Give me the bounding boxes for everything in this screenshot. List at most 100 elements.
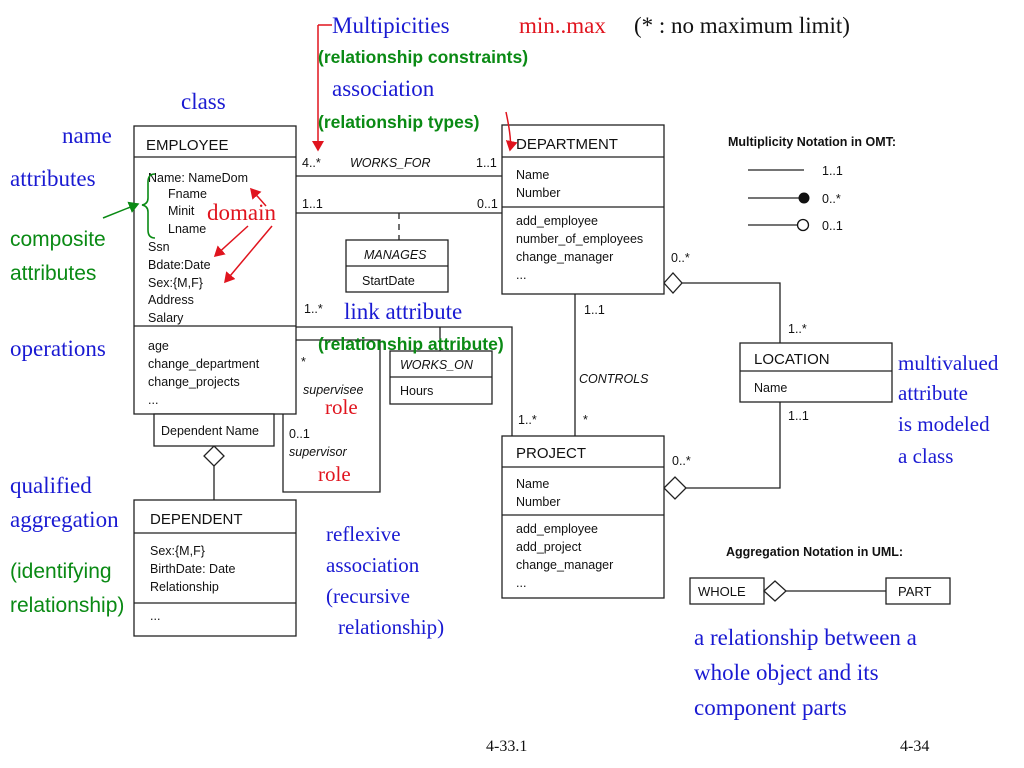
proj-aggregation-diamond — [663, 476, 687, 500]
mult-proj-loc: 0..* — [672, 454, 691, 468]
slide-footer: 4-33.1 4-34 — [486, 738, 929, 755]
mult-ctrl-dept: 1..1 — [584, 303, 605, 317]
employee-attr: Salary — [148, 311, 184, 325]
annotation-arrows — [102, 24, 518, 284]
employee-class[interactable]: EMPLOYEE Name: NameDom Fname Minit Lname… — [133, 125, 297, 415]
employee-attr: Lname — [168, 222, 206, 236]
annotation-reflexive: relationship) — [338, 615, 444, 639]
dept-location-line — [682, 282, 781, 343]
uml-legend-title: Aggregation Notation in UML: — [726, 545, 903, 559]
department-class[interactable]: DEPARTMENT Name Number add_employee numb… — [501, 124, 665, 295]
employee-class-name: EMPLOYEE — [146, 137, 229, 154]
manages-link-class[interactable]: MANAGES StartDate — [345, 239, 449, 293]
uml-aggregation-legend: Aggregation Notation in UML: WHOLE PART — [689, 545, 951, 605]
annotation-whole-part: component parts — [694, 695, 847, 720]
employee-op: age — [148, 339, 169, 353]
annotation-reflexive: reflexive — [326, 522, 401, 546]
mult-mg-emp: 1..1 — [302, 197, 323, 211]
slide-annotations: Multipicities min..max (* : no maximum l… — [10, 13, 999, 720]
mult-supervisee: * — [301, 355, 306, 369]
domain-arrow — [213, 225, 249, 258]
annotation-relationship-constraints: (relationship constraints) — [318, 47, 528, 67]
annotation-multivalued: multivalued — [898, 351, 999, 375]
project-op: add_project — [516, 540, 582, 554]
location-class[interactable]: LOCATION Name — [739, 342, 893, 403]
annotation-reflexive: association — [326, 553, 420, 577]
employee-op: change_projects — [148, 375, 240, 389]
composite-arrow — [102, 201, 140, 219]
employee-attr: Ssn — [148, 240, 170, 254]
annotation-role-supervisor: role — [318, 462, 351, 486]
project-attr: Name — [516, 477, 549, 491]
association-lines — [213, 175, 781, 500]
proj-location-line — [686, 402, 781, 489]
project-attr: Number — [516, 495, 560, 509]
domain-arrow — [250, 187, 267, 207]
annotation-class: class — [181, 89, 226, 114]
annotation-identifying: (identifying — [10, 560, 112, 583]
mult-supervisor: 0..1 — [289, 427, 310, 441]
works-on-link-class[interactable]: WORKS_ON Hours — [389, 350, 493, 405]
omt-legend-item: 1..1 — [822, 164, 843, 178]
annotation-role-supervisee: role — [325, 395, 358, 419]
qualified-aggregation-diamond — [203, 445, 225, 467]
employee-op: ... — [148, 393, 158, 407]
works-on-line — [296, 326, 513, 436]
department-op: number_of_employees — [516, 232, 643, 246]
supervisor-role-name: supervisor — [289, 445, 347, 459]
annotation-composite: composite — [10, 228, 106, 251]
employee-attr: Fname — [168, 187, 207, 201]
mult-ctrl-proj: * — [583, 413, 588, 427]
uml-legend-part: PART — [898, 584, 932, 599]
annotation-multivalued: a class — [898, 444, 953, 468]
employee-attr: Sex:{M,F} — [148, 276, 203, 290]
project-op: add_employee — [516, 522, 598, 536]
mult-dept-loc: 0..* — [671, 251, 690, 265]
association-labels: WORKS_FOR 4..* 1..1 1..1 0..1 1..* 1..* … — [289, 156, 809, 468]
domain-arrow — [224, 225, 273, 284]
works-on-class-name: WORKS_ON — [400, 358, 474, 372]
controls-label: CONTROLS — [579, 372, 649, 386]
dependent-name-qualifier[interactable]: Dependent Name — [153, 413, 275, 447]
dependent-attr: Relationship — [150, 580, 219, 594]
mult-mg-dept: 0..1 — [477, 197, 498, 211]
omt-legend-item: 0..1 — [822, 219, 843, 233]
dependent-op: ... — [150, 609, 160, 623]
location-attr: Name — [754, 381, 787, 395]
supervisee-role-name: supervisee — [303, 383, 363, 397]
annotation-multiplicities: Multipicities — [332, 13, 450, 38]
annotation-association: association — [332, 76, 435, 101]
employee-attr: Bdate:Date — [148, 258, 211, 272]
employee-attr: Minit — [168, 204, 195, 218]
annotation-name: name — [62, 123, 112, 148]
mult-loc-proj: 1..1 — [788, 409, 809, 423]
footer-right-page-number: 4-34 — [900, 738, 929, 755]
annotation-no-max: (* : no maximum limit) — [634, 13, 850, 38]
dependent-class[interactable]: DEPENDENT Sex:{M,F} BirthDate: Date Rela… — [133, 499, 297, 637]
manages-attr: StartDate — [362, 274, 415, 288]
annotation-whole-part: a relationship between a — [694, 625, 917, 650]
department-attr: Name — [516, 168, 549, 182]
annotation-multivalued: is modeled — [898, 412, 990, 436]
uml-legend-whole: WHOLE — [698, 584, 746, 599]
aggregation-diamond-icon — [763, 580, 787, 602]
annotation-relationship-attribute: (relationship attribute) — [318, 334, 504, 354]
dependent-class-name: DEPENDENT — [150, 511, 243, 528]
manages-class-name: MANAGES — [364, 248, 427, 262]
project-op: change_manager — [516, 558, 613, 572]
project-class[interactable]: PROJECT Name Number add_employee add_pro… — [501, 435, 665, 599]
department-op: ... — [516, 268, 526, 282]
annotation-min-max: min..max — [519, 13, 606, 38]
works-for-label: WORKS_FOR — [350, 156, 431, 170]
omt-legend-title: Multiplicity Notation in OMT: — [728, 135, 896, 149]
annotation-composite: attributes — [10, 262, 96, 285]
location-class-name: LOCATION — [754, 351, 830, 368]
annotation-whole-part: whole object and its — [694, 660, 879, 685]
mult-wo-proj: 1..* — [518, 413, 537, 427]
employee-attr: Name: NameDom — [148, 171, 248, 185]
omt-legend-item: 0..* — [822, 192, 841, 206]
annotation-relationship-types: (relationship types) — [318, 112, 479, 132]
dependent-attr: BirthDate: Date — [150, 562, 236, 576]
annotation-domain: domain — [207, 200, 276, 225]
